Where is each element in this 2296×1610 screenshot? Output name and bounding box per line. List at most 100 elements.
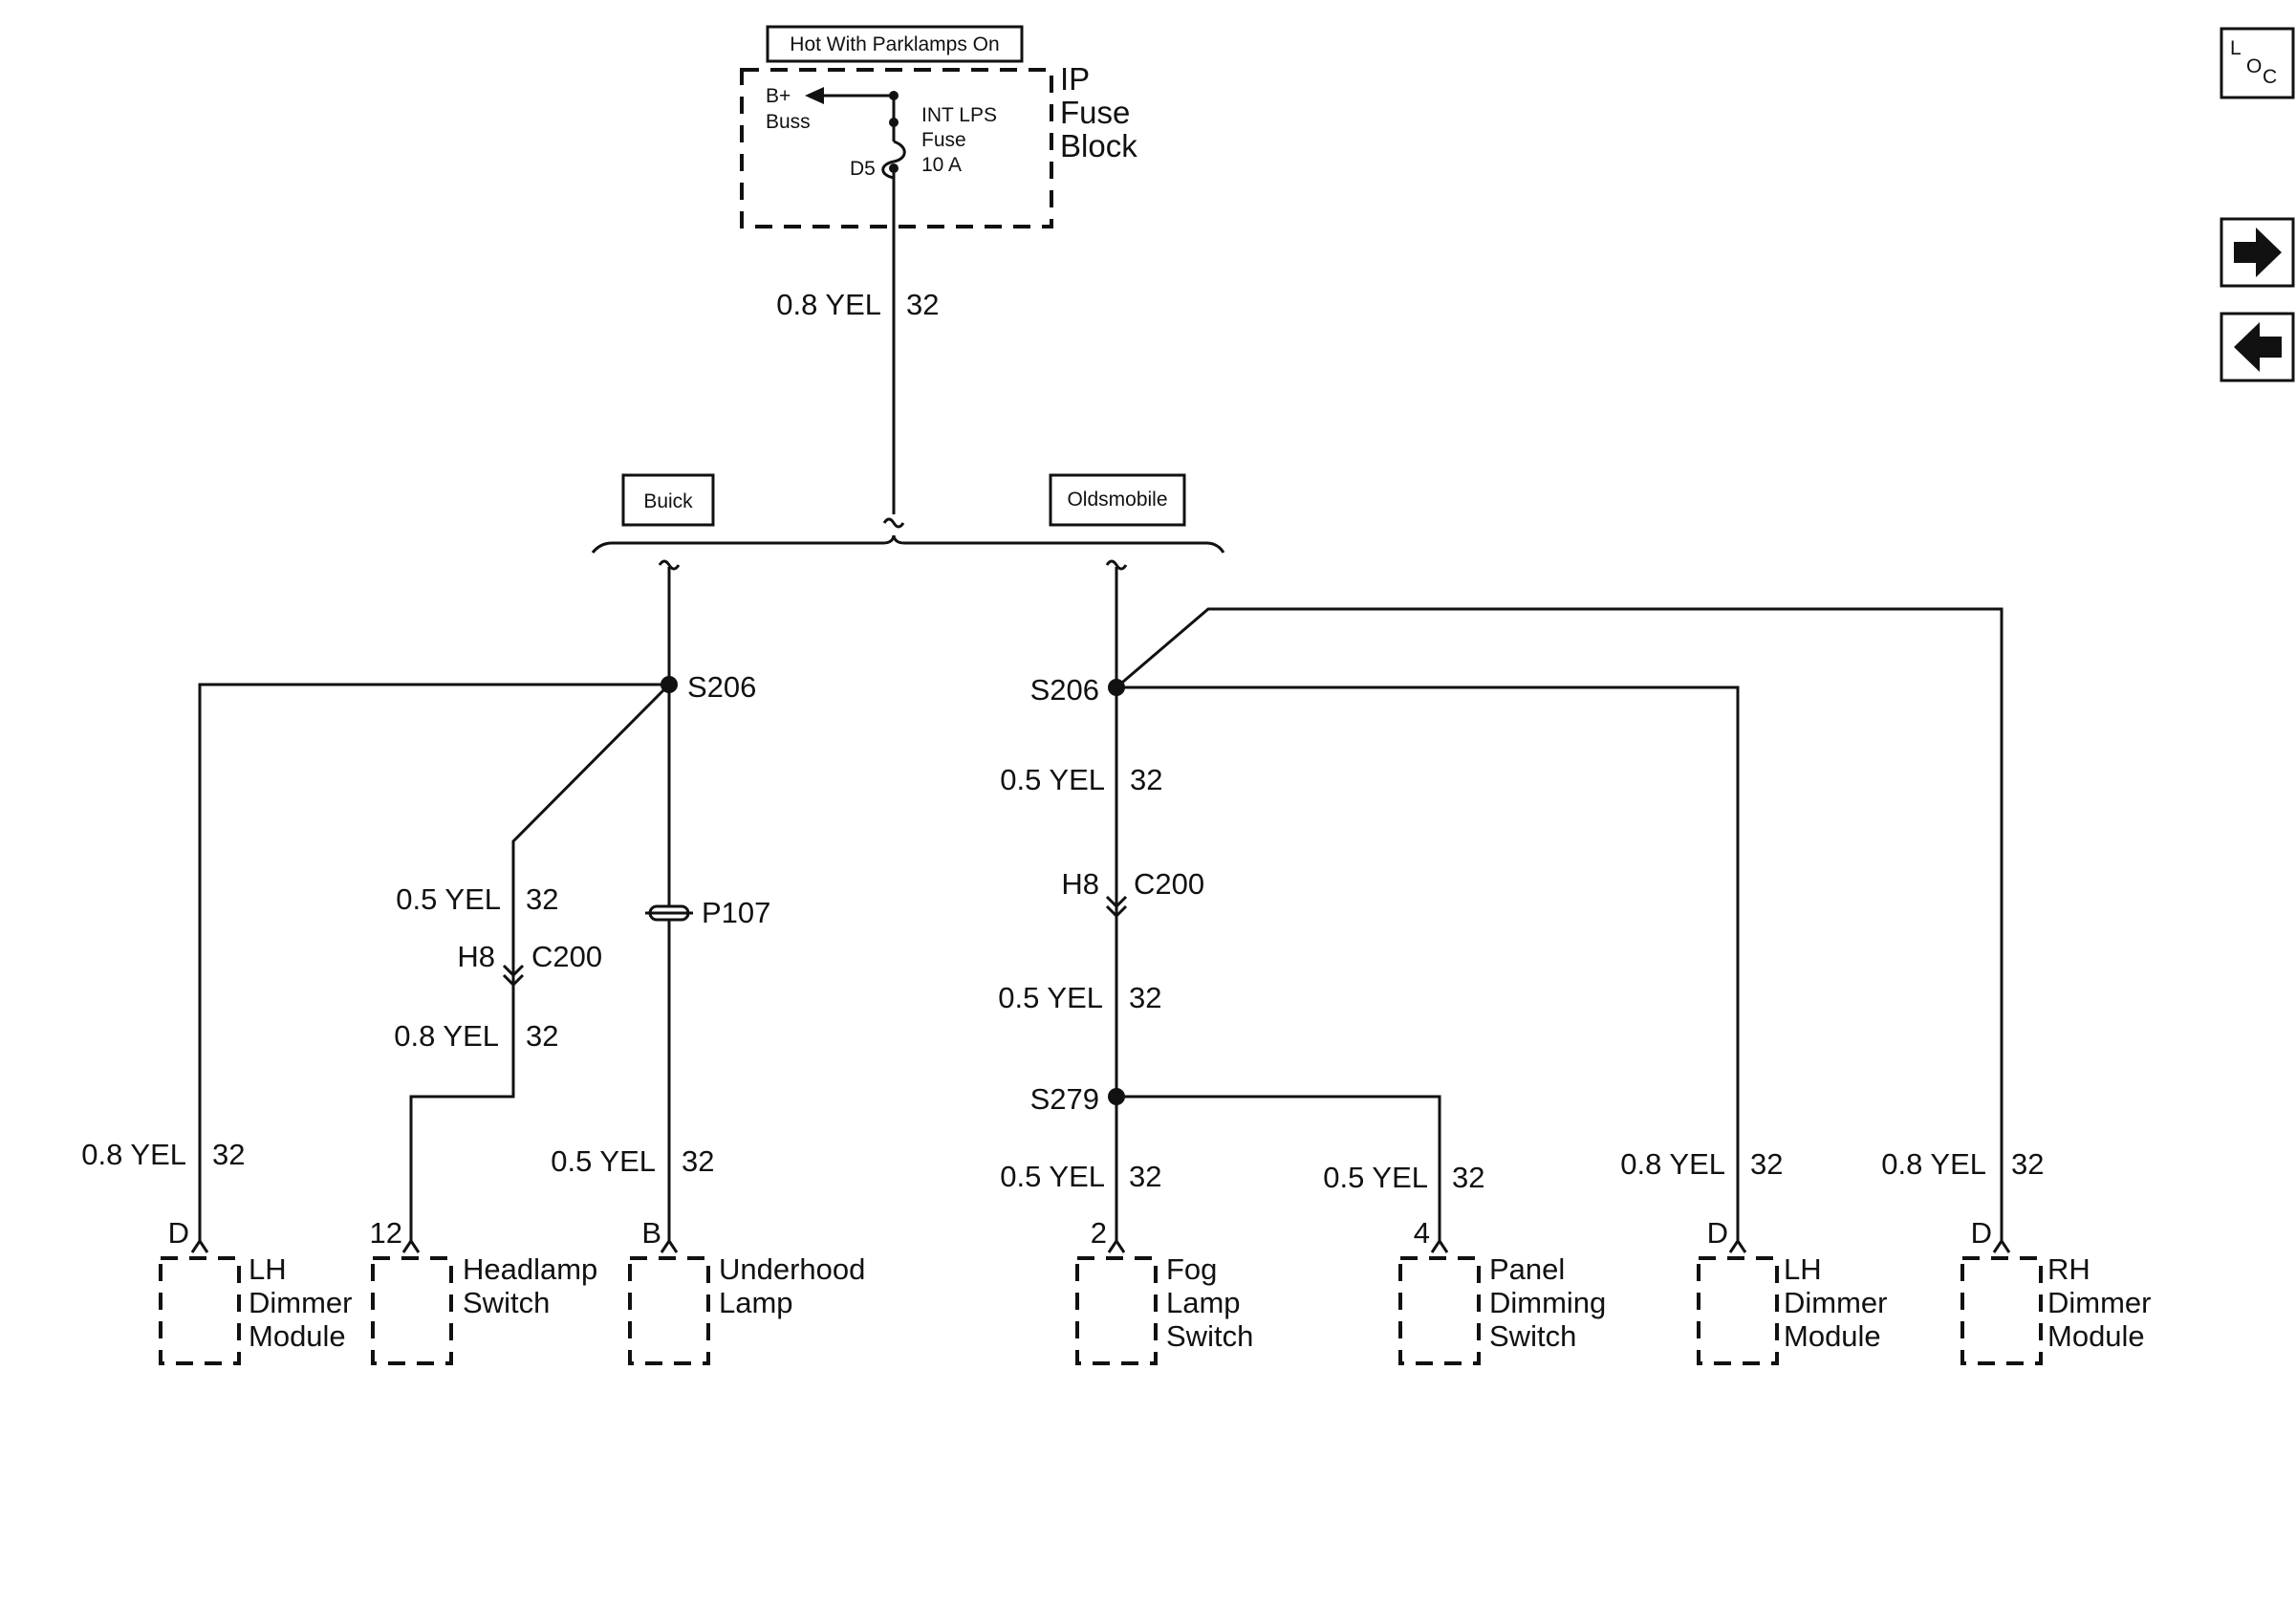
- olds-panel-pin: 4: [1414, 1216, 1430, 1250]
- buick-c200-pin: H8: [457, 940, 495, 973]
- buick-headlamp-lower-gauge: 0.8 YEL: [394, 1019, 499, 1053]
- buss-label: Buss: [766, 111, 811, 133]
- fuse-block-outline: [740, 68, 1053, 228]
- buick-underhood-pin: B: [641, 1216, 661, 1250]
- olds-panel-line2: Dimming: [1489, 1286, 1606, 1319]
- olds-fog-lamp-switch-box: [1075, 1256, 1158, 1365]
- olds-rh-dimmer-wire: [1116, 607, 2004, 1243]
- olds-lh-pin: D: [1707, 1216, 1728, 1250]
- olds-rh-dimmer-module-box: [1960, 1256, 2043, 1365]
- olds-fog-gauge: 0.5 YEL: [1000, 1160, 1105, 1193]
- fuse-block-name-block: Block: [1060, 128, 1137, 163]
- olds-c200-connector: [1105, 895, 1128, 919]
- olds-panel-dimming-wire: [1116, 1095, 1441, 1243]
- variant-split-tilde: [882, 517, 905, 529]
- variant-brace: [591, 534, 1225, 554]
- olds-lh-line3: Module: [1784, 1319, 1881, 1353]
- olds-panel-gauge: 0.5 YEL: [1323, 1161, 1428, 1194]
- forward-button[interactable]: [2220, 217, 2295, 288]
- buick-lh-dimmer-module-box: [159, 1256, 241, 1365]
- buick-c200-connector: [502, 964, 525, 988]
- buick-headlamp-upper-gauge: 0.5 YEL: [396, 882, 501, 916]
- location-button[interactable]: L O C: [2220, 27, 2295, 99]
- main-wire-gauge: 0.8 YEL: [776, 288, 881, 321]
- buick-splice-label: S206: [687, 670, 756, 704]
- olds-fog-line2: Lamp: [1166, 1286, 1241, 1319]
- olds-lh-circuit: 32: [1750, 1147, 1783, 1181]
- olds-rh-circuit: 32: [2011, 1147, 2044, 1181]
- back-button[interactable]: [2220, 312, 2295, 382]
- olds-panel-dimming-switch-box: [1398, 1256, 1481, 1365]
- olds-fog-pin-marker: [1107, 1238, 1126, 1253]
- buick-lh-dimmer-wire: [198, 683, 669, 1243]
- bplus-label: B+: [766, 85, 791, 107]
- fuse-node-top: [889, 91, 899, 100]
- buick-lh-line3: Module: [249, 1319, 346, 1353]
- olds-rh-line3: Module: [2047, 1319, 2145, 1353]
- olds-rh-line2: Dimmer: [2047, 1286, 2152, 1319]
- buick-headlamp-wire: [409, 683, 671, 1243]
- loc-letter-c: C: [2263, 66, 2277, 88]
- arrow-left-icon: [2234, 322, 2282, 372]
- buick-underhood-circuit: 32: [682, 1144, 714, 1178]
- buick-lh-line2: Dimmer: [249, 1286, 353, 1319]
- buick-lh-gauge: 0.8 YEL: [81, 1138, 186, 1171]
- fuse-label-fuse: Fuse: [921, 129, 966, 151]
- buick-label-box: [621, 473, 715, 527]
- hot-label: Hot With Parklamps On: [790, 33, 999, 55]
- olds-panel-line3: Switch: [1489, 1319, 1576, 1353]
- olds-panel-line1: Panel: [1489, 1252, 1565, 1286]
- olds-rh-pin-marker: [1992, 1238, 2011, 1253]
- oldsmobile-label: Oldsmobile: [1067, 489, 1167, 511]
- olds-lh-line2: Dimmer: [1784, 1286, 1888, 1319]
- buick-c200-name: C200: [531, 940, 602, 973]
- olds-fog-pin: 2: [1091, 1216, 1107, 1250]
- olds-wire-a-gauge: 0.5 YEL: [1000, 763, 1105, 796]
- olds-rh-line1: RH: [2047, 1252, 2090, 1286]
- fuse-block-name-ip: IP: [1060, 61, 1090, 97]
- buick-tilde: [658, 559, 681, 571]
- olds-wire-b-circuit: 32: [1129, 981, 1161, 1014]
- buick-headlamp-lower-circuit: 32: [526, 1019, 558, 1053]
- fuse-node-mid: [889, 118, 899, 127]
- loc-letter-o: O: [2246, 55, 2262, 77]
- olds-lh-line1: LH: [1784, 1252, 1822, 1286]
- fuse-block-name-fuse: Fuse: [1060, 95, 1130, 130]
- olds-panel-circuit: 32: [1452, 1161, 1484, 1194]
- buick-lh-pin: D: [168, 1216, 189, 1250]
- olds-rh-pin: D: [1971, 1216, 1992, 1250]
- buick-underhood-pin-marker: [660, 1238, 679, 1253]
- olds-wire-b-gauge: 0.5 YEL: [998, 981, 1103, 1014]
- olds-splice-label: S206: [1030, 673, 1099, 707]
- buick-label: Buick: [643, 490, 693, 512]
- buick-headlamp-pin-marker: [401, 1238, 421, 1253]
- loc-letter-l: L: [2230, 37, 2242, 59]
- buick-headlamp-line2: Switch: [463, 1286, 550, 1319]
- main-wire-circuit: 32: [906, 288, 939, 321]
- oldsmobile-label-box: [1049, 473, 1186, 527]
- buick-headlamp-pin: 12: [370, 1216, 402, 1250]
- olds-lh-gauge: 0.8 YEL: [1620, 1147, 1725, 1181]
- olds-panel-pin-marker: [1430, 1238, 1449, 1253]
- olds-rh-gauge: 0.8 YEL: [1881, 1147, 1986, 1181]
- buick-headlamp-switch-box: [371, 1256, 453, 1365]
- bplus-arrowhead: [805, 87, 824, 104]
- buick-lh-circuit: 32: [212, 1138, 245, 1171]
- fuse-symbol: [881, 140, 906, 180]
- olds-fog-circuit: 32: [1129, 1160, 1161, 1193]
- olds-c200-name: C200: [1134, 867, 1204, 901]
- buick-lh-line1: LH: [249, 1252, 287, 1286]
- olds-wire-a-circuit: 32: [1130, 763, 1162, 796]
- buick-underhood-line1: Underhood: [719, 1252, 865, 1286]
- buick-underhood-gauge: 0.5 YEL: [551, 1144, 656, 1178]
- buick-headlamp-upper-circuit: 32: [526, 882, 558, 916]
- olds-lh-dimmer-module-box: [1697, 1256, 1779, 1365]
- olds-c200-pin: H8: [1061, 867, 1099, 901]
- arrow-right-icon: [2234, 228, 2282, 277]
- olds-tilde: [1105, 559, 1128, 571]
- olds-fog-line1: Fog: [1166, 1252, 1217, 1286]
- buick-headlamp-line1: Headlamp: [463, 1252, 597, 1286]
- location-button-frame: [2220, 27, 2295, 99]
- fuse-label-rating: 10 A: [921, 154, 962, 176]
